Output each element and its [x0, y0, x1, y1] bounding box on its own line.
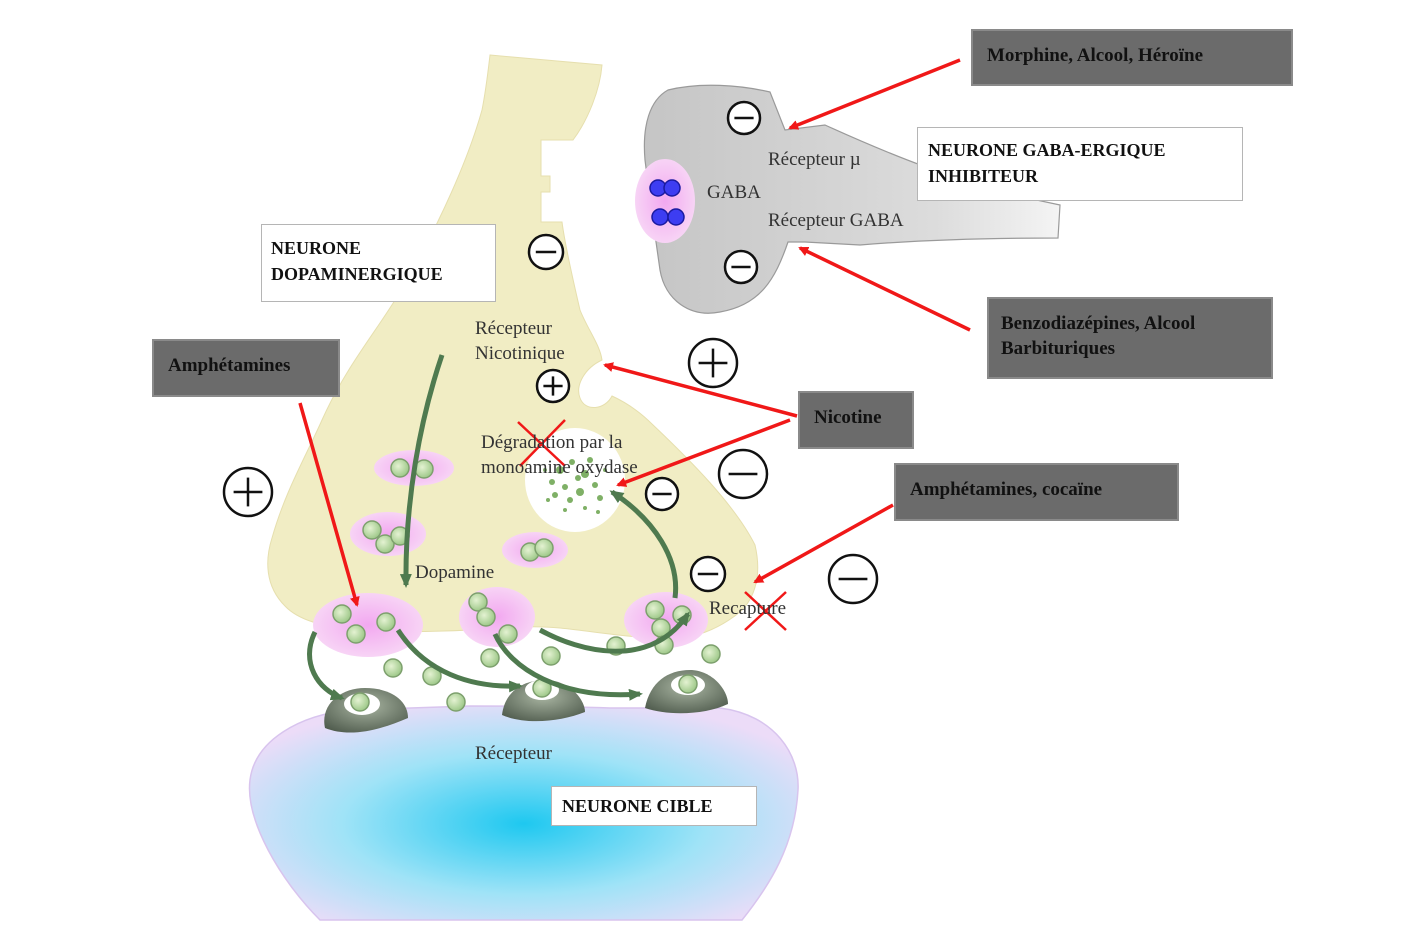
label-gaba: GABA — [707, 182, 761, 203]
red-crosses — [517, 419, 787, 631]
label-amphetamines: Amphétamines — [152, 339, 340, 397]
label-neurone-cible: NEURONE CIBLE — [551, 786, 757, 826]
minus-sign-icon — [723, 249, 759, 285]
mao-fragments — [543, 457, 607, 514]
plus-sign-icon — [535, 368, 571, 404]
minus-sign-icon — [717, 448, 769, 500]
minus-sign-icon — [726, 100, 762, 136]
minus-sign-icon — [644, 476, 680, 512]
plus-sign-icon — [222, 466, 274, 518]
label-recepteur-mu: Récepteur µ — [768, 149, 861, 170]
label-dopamine: Dopamine — [415, 562, 495, 583]
red-arrows — [298, 58, 971, 607]
sign-markers — [222, 100, 879, 605]
label-recepteur-gaba: Récepteur GABA — [768, 210, 904, 231]
label-recapture: Recapture — [709, 598, 787, 619]
minus-sign-icon — [827, 553, 879, 605]
label-degradation-mao: Dégradation par la monoamine oxydase — [481, 432, 638, 478]
label-recepteur-nicotinique: Récepteur Nicotinique — [475, 318, 565, 364]
mao-zone — [525, 428, 625, 532]
gaba-molecules — [649, 179, 685, 226]
label-neurone-gaba-ergique: NEURONE GABA-ERGIQUE INHIBITEUR — [917, 127, 1243, 201]
label-amphetamines-cocaine: Amphétamines, cocaïne — [894, 463, 1179, 521]
label-morphine-alcool-heroine: Morphine, Alcool, Héroïne — [971, 29, 1293, 86]
green-arrows — [307, 354, 691, 701]
label-benzodiazepines: Benzodiazépines, Alcool Barbituriques — [987, 297, 1273, 379]
label-neurone-dopaminergique: NEURONE DOPAMINERGIQUE — [261, 224, 496, 302]
plus-sign-icon — [687, 337, 739, 389]
minus-sign-icon — [689, 555, 727, 593]
minus-sign-icon — [527, 233, 565, 271]
label-recepteur-postsynaptique: Récepteur — [475, 743, 553, 764]
gaba-vesicle — [635, 159, 695, 243]
label-nicotine: Nicotine — [798, 391, 914, 449]
